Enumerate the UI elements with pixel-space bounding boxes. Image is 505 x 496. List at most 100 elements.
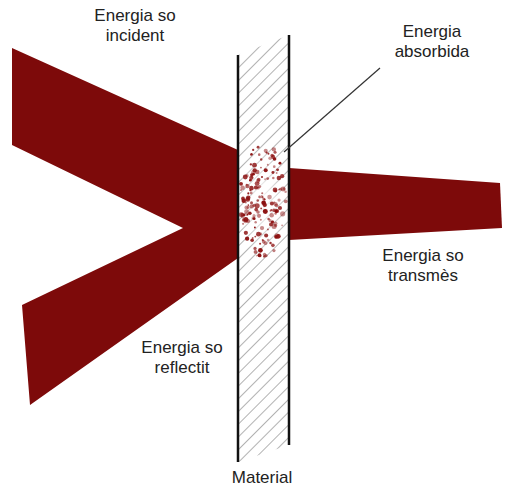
speckle-dot	[247, 192, 249, 194]
speckle-dot	[257, 214, 261, 218]
leader-line	[284, 68, 380, 152]
speckle-dot	[267, 218, 270, 221]
absorbed-energy-speckle	[239, 146, 288, 258]
speckle-dot	[245, 184, 249, 188]
speckle-dot	[261, 196, 263, 198]
speckle-dot	[273, 188, 278, 193]
speckle-dot	[258, 153, 261, 156]
speckle-dot	[254, 186, 258, 190]
speckle-dot	[266, 177, 269, 180]
speckle-dot	[250, 201, 253, 204]
reflected-energy-label: Energia so reflectit	[132, 338, 232, 379]
speckle-dot	[244, 209, 249, 214]
speckle-dot	[265, 254, 268, 257]
speckle-dot	[250, 192, 253, 195]
speckle-dot	[272, 177, 274, 179]
speckle-dot	[260, 158, 262, 160]
speckle-dot	[239, 182, 243, 186]
speckle-dot	[261, 176, 263, 178]
speckle-dot	[244, 206, 248, 210]
speckle-dot	[251, 171, 256, 176]
speckle-dot	[246, 195, 250, 199]
speckle-dot	[250, 204, 254, 208]
speckle-dot	[258, 253, 262, 257]
speckle-dot	[284, 199, 288, 203]
speckle-dot	[270, 209, 272, 211]
speckle-dot	[271, 171, 274, 174]
speckle-dot	[243, 175, 248, 180]
absorbed-energy-label: Energia absorbida	[372, 22, 492, 63]
speckle-dot	[281, 224, 283, 226]
speckle-dot	[272, 249, 275, 252]
speckle-dot	[254, 250, 258, 254]
speckle-dot	[241, 197, 245, 201]
incident-energy-label: Energia so incident	[80, 6, 190, 47]
material-face	[288, 35, 291, 445]
speckle-dot	[250, 153, 252, 155]
speckle-dot	[244, 231, 248, 235]
speckle-dot	[275, 234, 280, 239]
speckle-dot	[274, 151, 277, 154]
incident-reflected-band	[12, 48, 238, 405]
speckle-dot	[271, 244, 275, 248]
speckle-dot	[269, 222, 273, 226]
speckle-dot	[260, 208, 262, 210]
speckle-dot	[264, 149, 268, 153]
speckle-dot	[248, 204, 250, 206]
speckle-dot	[273, 165, 276, 168]
speckle-dot	[253, 247, 256, 250]
speckle-dot	[250, 163, 252, 165]
speckle-dot	[256, 232, 261, 237]
transmitted-energy-label: Energia so transmès	[358, 246, 488, 287]
absorption-glow	[237, 138, 289, 262]
speckle-dot	[256, 255, 258, 257]
speckle-dot	[276, 172, 278, 174]
speckle-dot	[262, 239, 264, 241]
speckle-dot	[260, 219, 262, 221]
speckle-dot	[263, 209, 268, 214]
speckle-dot	[267, 229, 269, 231]
speckle-dot	[240, 189, 242, 191]
speckle-dot	[250, 153, 252, 155]
speckle-dot	[258, 248, 263, 253]
speckle-dot	[264, 178, 266, 180]
speckle-dot	[264, 168, 268, 172]
speckle-dot	[280, 211, 285, 216]
speckle-dot	[278, 162, 281, 165]
material-face	[237, 55, 240, 462]
speckle-dot	[259, 243, 261, 245]
speckle-dot	[284, 190, 287, 193]
speckle-dot	[276, 168, 279, 171]
speckle-dot	[260, 167, 262, 169]
speckle-dot	[257, 146, 260, 149]
speckle-dot	[246, 214, 248, 216]
speckle-dot	[250, 238, 254, 242]
speckle-dot	[254, 221, 256, 223]
speckle-dot	[255, 170, 259, 174]
speckle-dot	[267, 164, 269, 166]
speckle-dot	[254, 236, 256, 238]
speckle-dot	[243, 219, 247, 223]
speckle-dot	[276, 234, 281, 239]
speckle-dot	[252, 149, 254, 151]
speckle-dot	[252, 163, 257, 168]
transmitted-band	[289, 168, 502, 240]
speckle-dot	[254, 208, 258, 212]
speckle-dot	[264, 209, 266, 211]
speckle-dot	[258, 196, 261, 199]
speckle-dot	[249, 186, 254, 191]
speckle-dot	[264, 233, 268, 237]
speckle-dot	[267, 195, 272, 200]
speckle-dot	[263, 203, 267, 207]
speckle-dot	[261, 192, 263, 194]
speckle-dot	[270, 201, 274, 205]
speckle-dot	[264, 241, 268, 245]
speckle-dot	[273, 201, 275, 203]
speckle-dot	[267, 239, 270, 242]
speckle-dot	[242, 223, 244, 225]
material-label: Material	[202, 468, 322, 488]
speckle-dot	[251, 176, 253, 178]
speckle-dot	[262, 239, 264, 241]
speckle-dot	[274, 203, 278, 207]
